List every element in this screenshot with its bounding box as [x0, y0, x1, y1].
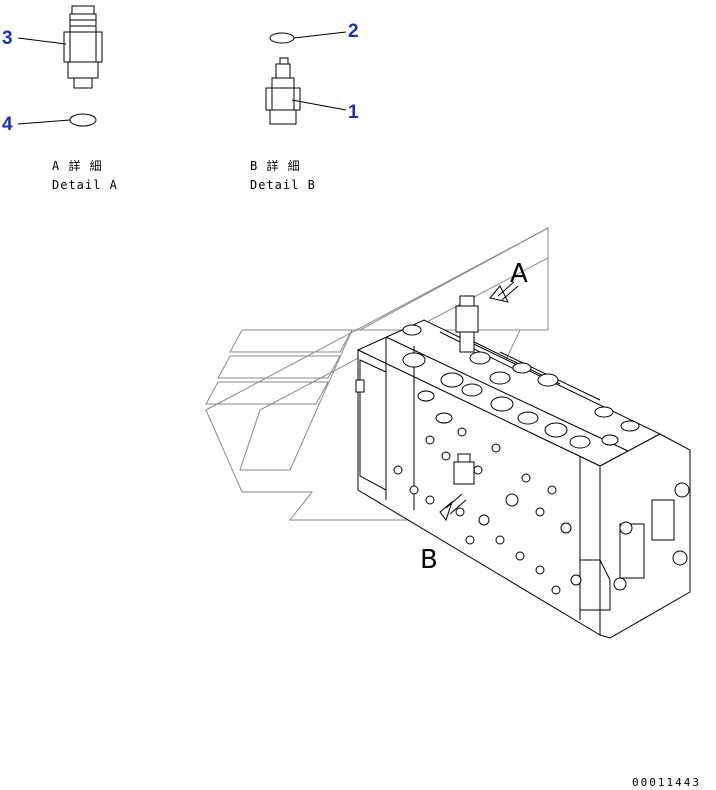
- control-valve-assembly: [355, 295, 691, 639]
- leader-line-4: [17, 119, 71, 125]
- view-label-b: B: [420, 545, 438, 575]
- view-a-arrow: [489, 281, 519, 303]
- detail-a-relief-valve: [63, 5, 103, 89]
- detail-b-oring: [269, 32, 295, 44]
- leader-line-3: [17, 37, 67, 45]
- detail-a-oring: [69, 113, 97, 127]
- detail-b-valve: [265, 57, 301, 125]
- callout-3: 3: [2, 28, 13, 49]
- detail-b-caption-en: Detail B: [250, 178, 316, 192]
- detail-a-caption-jp: A 詳 細: [52, 158, 103, 173]
- view-b-arrow: [439, 493, 467, 522]
- detail-a-caption-en: Detail A: [52, 178, 118, 192]
- document-number: 00011443: [632, 776, 701, 789]
- callout-1: 1: [348, 102, 359, 123]
- detail-b-caption-jp: B 詳 細: [250, 158, 301, 173]
- leader-line-1: [291, 99, 347, 111]
- leader-line-2: [293, 31, 347, 39]
- callout-4: 4: [2, 114, 13, 135]
- watermark-logo: [205, 227, 549, 521]
- view-label-a: A: [510, 259, 528, 289]
- callout-2: 2: [348, 21, 359, 42]
